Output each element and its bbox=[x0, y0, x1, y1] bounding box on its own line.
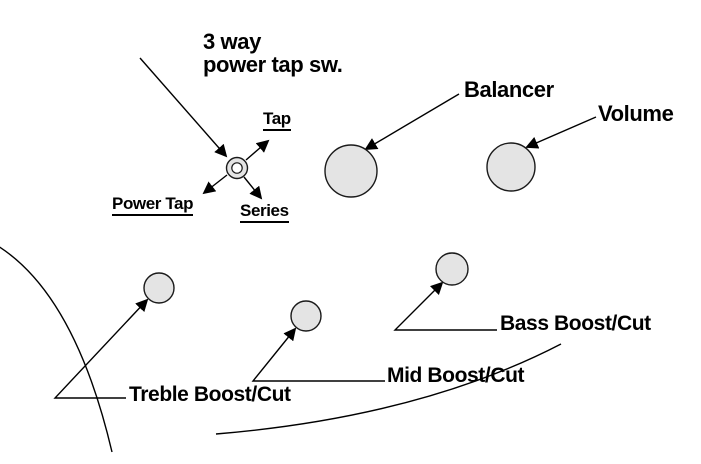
treble-pointer-line bbox=[53, 298, 149, 399]
series-arrow bbox=[243, 176, 263, 200]
tap-arrow bbox=[245, 139, 270, 161]
mid-knob bbox=[290, 300, 322, 332]
volume-knob bbox=[486, 142, 536, 192]
volume-pointer-line bbox=[525, 116, 597, 149]
series-label: Series bbox=[240, 202, 289, 223]
mid-boost-cut-label: Mid Boost/Cut bbox=[387, 364, 525, 387]
treble-boost-cut-label: Treble Boost/Cut bbox=[129, 383, 291, 406]
body-outline-upper-left bbox=[0, 246, 113, 453]
switch-label-line1: 3 way bbox=[203, 29, 261, 54]
balancer-label: Balancer bbox=[464, 77, 554, 102]
power-tap-switch-cap bbox=[231, 162, 243, 174]
bass-boost-cut-label: Bass Boost/Cut bbox=[500, 312, 651, 335]
balancer-pointer-line bbox=[364, 93, 460, 150]
bass-knob bbox=[435, 252, 469, 286]
mid-pointer-line bbox=[251, 327, 385, 382]
switch-label-line2: power tap sw. bbox=[203, 52, 343, 78]
switch-label: 3 way power tap sw. bbox=[203, 29, 343, 78]
power-tap-arrow bbox=[202, 174, 228, 195]
volume-label: Volume bbox=[598, 101, 674, 126]
body-outline-bottom bbox=[215, 343, 562, 435]
switch-pointer-line bbox=[139, 57, 228, 158]
tap-label: Tap bbox=[263, 110, 291, 131]
bass-pointer-line bbox=[393, 281, 497, 331]
treble-knob bbox=[143, 272, 175, 304]
power-tap-label: Power Tap bbox=[112, 195, 194, 216]
balancer-knob bbox=[324, 144, 378, 198]
